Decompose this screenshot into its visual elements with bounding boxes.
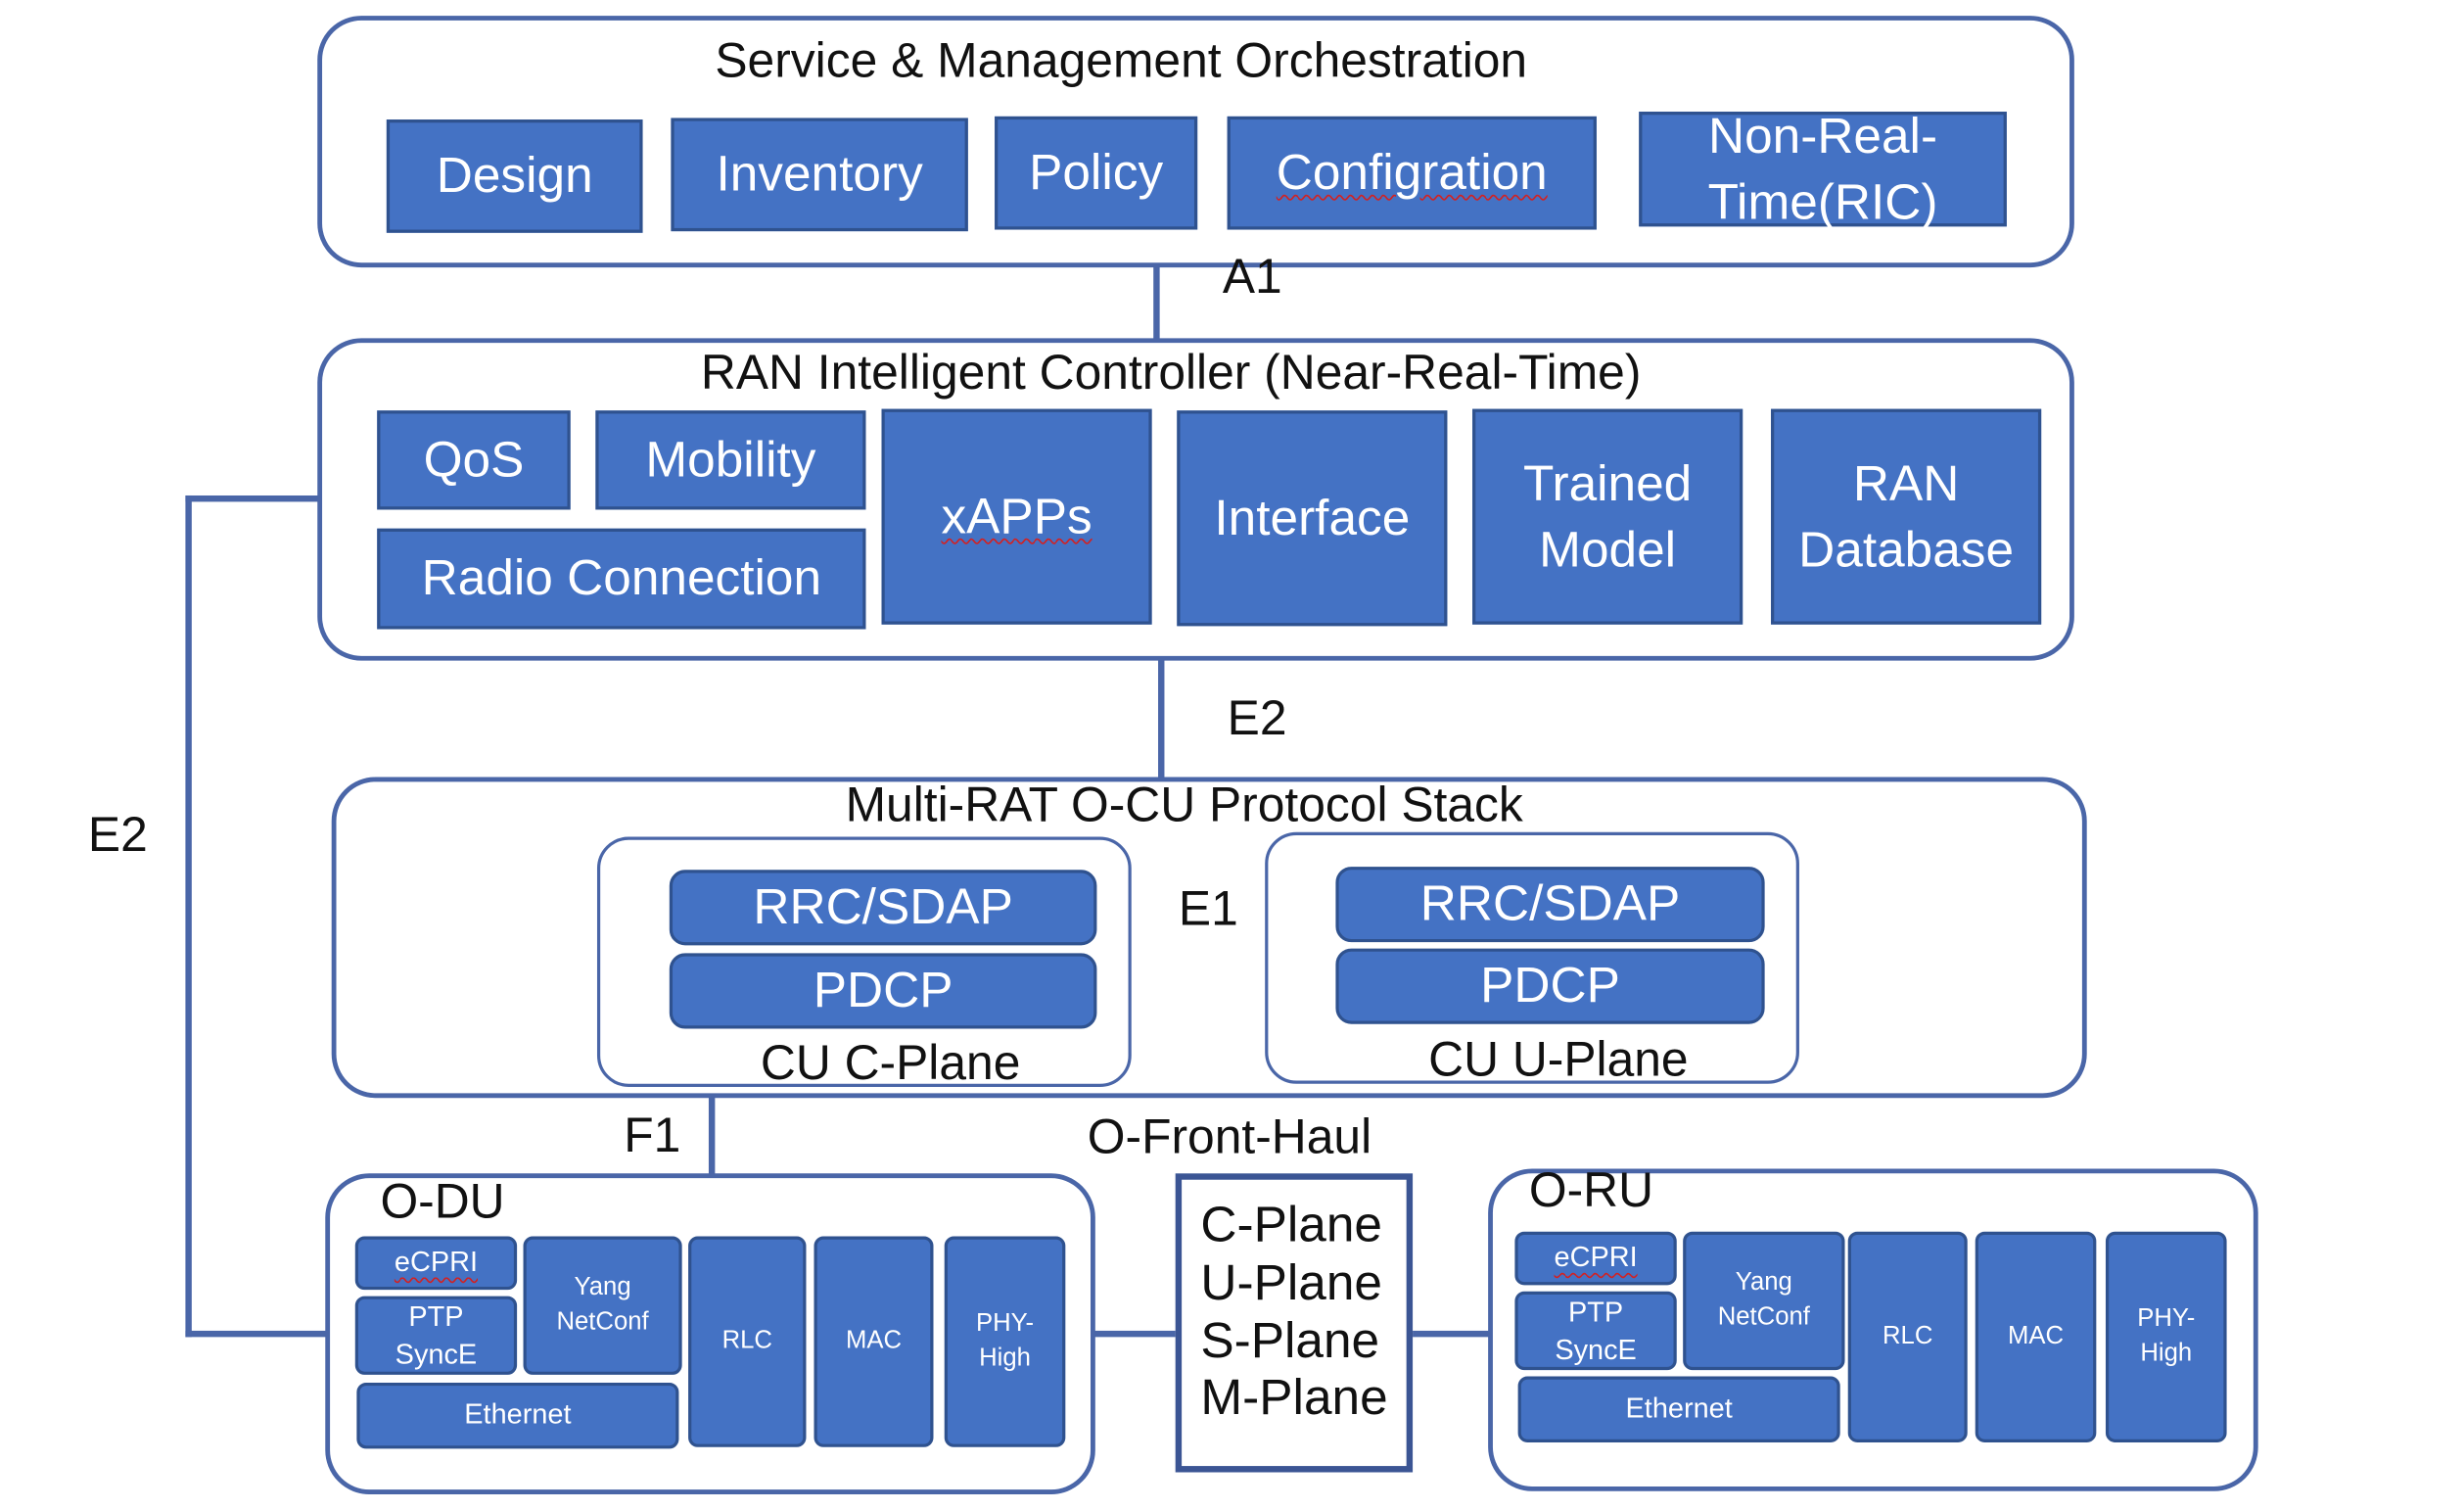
odu-ecpri-text: eCPRI xyxy=(394,1246,478,1278)
odu-yang-netconf-box: Yang NetConf xyxy=(523,1236,682,1375)
odu-rlc-box: RLC xyxy=(688,1236,807,1447)
f1-link xyxy=(708,1096,716,1175)
e2-top-label: E2 xyxy=(1227,690,1287,746)
inventory-box: Inventory xyxy=(671,118,968,232)
s-plane-label: S-Plane xyxy=(1200,1311,1380,1368)
m-plane-label: M-Plane xyxy=(1200,1369,1388,1426)
oru-rlc-box: RLC xyxy=(1847,1231,1968,1442)
cp-pdcp-box: PDCP xyxy=(669,953,1097,1029)
f1-label: F1 xyxy=(624,1107,681,1163)
odu-title: O-DU xyxy=(380,1173,505,1229)
configration-text: Configration xyxy=(1276,143,1548,201)
oru-mac-box: MAC xyxy=(1975,1231,2097,1442)
a1-label: A1 xyxy=(1222,248,1282,305)
oru-yang-netconf-box: Yang NetConf xyxy=(1683,1231,1845,1371)
ocu-title: Multi-RAT O-CU Protocol Stack xyxy=(845,777,1523,832)
up-pdcp-box: PDCP xyxy=(1335,948,1765,1024)
cp-rrc-sdap-box: RRC/SDAP xyxy=(669,870,1097,946)
odu-phy-high-box: PHY- High xyxy=(944,1236,1066,1447)
e1-label: E1 xyxy=(1178,880,1238,936)
up-rrc-sdap-box: RRC/SDAP xyxy=(1335,867,1765,943)
odu-ptp-synce-box: PTP SyncE xyxy=(354,1296,518,1375)
fronthaul-link-left xyxy=(1093,1330,1179,1338)
e2-left-link-bottom xyxy=(185,1330,331,1338)
mobility-box: Mobility xyxy=(595,410,866,510)
fronthaul-planes-box: C-Plane U-Plane S-Plane M-Plane xyxy=(1175,1173,1414,1473)
e2-left-link-top xyxy=(185,495,321,502)
u-plane-label: U-Plane xyxy=(1200,1252,1382,1310)
non-real-time-ric-box: Non-Real- Time(RIC) xyxy=(1639,107,2007,229)
trained-model-box: Trained Model xyxy=(1472,408,1743,625)
fronthaul-label: O-Front-Haul xyxy=(1087,1109,1372,1164)
odu-mac-box: MAC xyxy=(814,1236,934,1447)
e2-left-label: E2 xyxy=(87,807,148,863)
e2-left-link-vertical xyxy=(185,495,192,1338)
oru-ecpri-text: eCPRI xyxy=(1554,1241,1638,1274)
odu-ecpri-box: eCPRI xyxy=(354,1236,518,1291)
interface-box: Interface xyxy=(1177,410,1448,627)
oru-phy-high-box: PHY- High xyxy=(2105,1231,2227,1442)
oru-title: O-RU xyxy=(1528,1162,1654,1218)
qos-box: QoS xyxy=(377,410,571,510)
configration-box: Configration xyxy=(1227,116,1597,230)
design-box: Design xyxy=(386,119,643,233)
cu-c-plane-label: CU C-Plane xyxy=(760,1034,1021,1091)
ran-database-box: RAN Database xyxy=(1771,408,2042,625)
policy-box: Policy xyxy=(995,116,1198,230)
c-plane-label: C-Plane xyxy=(1200,1195,1382,1252)
e2-link-vertical xyxy=(1158,659,1165,779)
xapps-text: xAPPs xyxy=(941,487,1093,544)
oru-ptp-synce-box: PTP SyncE xyxy=(1514,1291,1677,1371)
radio-connection-box: Radio Connection xyxy=(377,528,866,630)
xapps-box: xAPPs xyxy=(881,408,1152,625)
odu-ethernet-box: Ethernet xyxy=(356,1382,679,1449)
fronthaul-link-right xyxy=(1409,1330,1492,1338)
oru-ethernet-box: Ethernet xyxy=(1517,1376,1840,1442)
a1-link xyxy=(1153,263,1160,340)
oru-ecpri-box: eCPRI xyxy=(1514,1231,1677,1286)
ric-title: RAN Intelligent Controller (Near-Real-Ti… xyxy=(700,344,1642,401)
smo-title: Service & Management Orchestration xyxy=(715,32,1528,88)
cu-u-plane-label: CU U-Plane xyxy=(1428,1031,1689,1087)
